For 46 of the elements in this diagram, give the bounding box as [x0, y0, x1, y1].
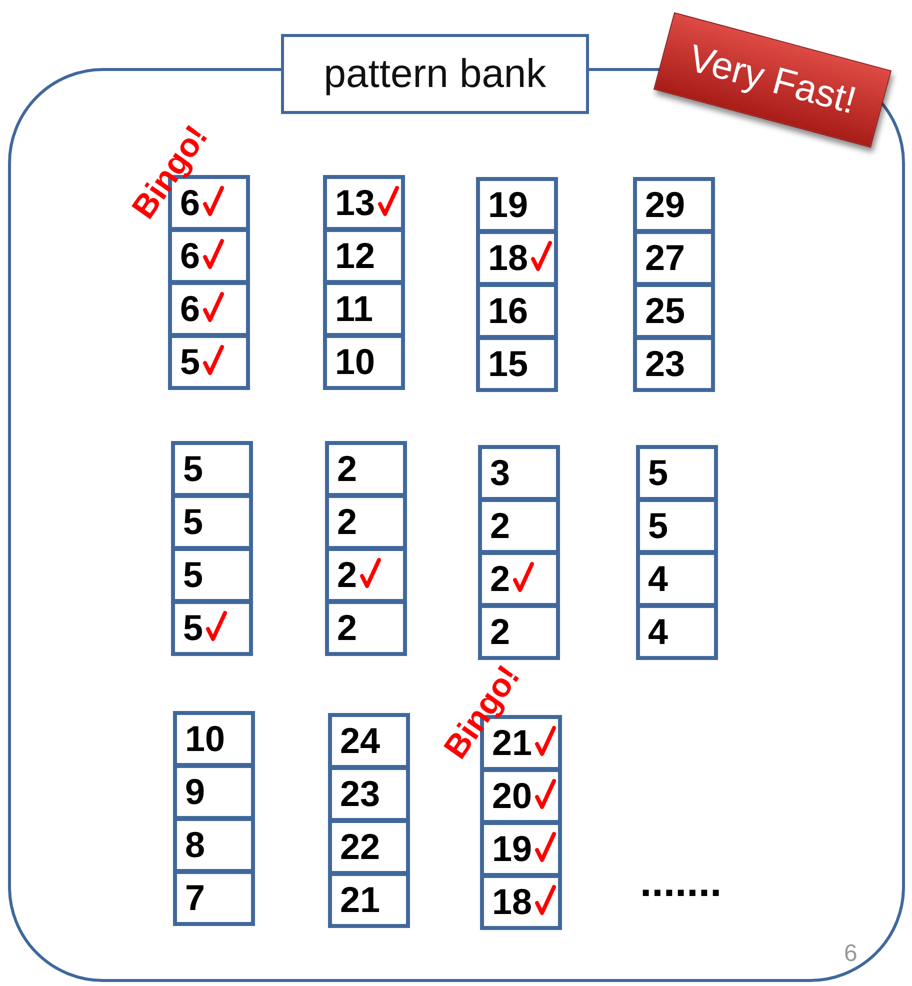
number-cell: 6 — [168, 281, 250, 337]
number-cell: 2 — [325, 600, 407, 656]
number-cell: 10 — [323, 334, 405, 390]
number-cell: 27 — [633, 230, 715, 286]
number-cell: 18 — [480, 874, 562, 930]
number-cell: 2 — [478, 604, 560, 660]
number-cell: 22 — [328, 819, 410, 875]
number-cell: 4 — [636, 604, 718, 660]
number-cell: 7 — [173, 870, 255, 926]
number-cell: 29 — [633, 177, 715, 233]
number-cell: 2 — [325, 494, 407, 550]
number-cell: 5 — [171, 547, 253, 603]
number-cell: 20 — [480, 768, 562, 824]
number-cell: 5 — [171, 494, 253, 550]
number-cell: 21 — [328, 872, 410, 928]
banner: Very Fast! — [653, 12, 892, 148]
number-cell: 12 — [323, 228, 405, 284]
number-cell: 13 — [323, 175, 405, 231]
number-cell: 2 — [325, 441, 407, 497]
number-cell: 4 — [636, 551, 718, 607]
number-cell: 6 — [168, 228, 250, 284]
number-cell: 23 — [328, 766, 410, 822]
number-cell: 16 — [476, 283, 558, 339]
number-cell: 10 — [173, 711, 255, 767]
number-cell: 18 — [476, 230, 558, 286]
number-cell: 2 — [325, 547, 407, 603]
number-cell: 9 — [173, 764, 255, 820]
number-cell: 2 — [478, 498, 560, 554]
ellipsis: ....... — [640, 858, 722, 906]
number-cell: 24 — [328, 713, 410, 769]
number-cell: 2 — [478, 551, 560, 607]
number-cell: 5 — [636, 498, 718, 554]
number-cell: 5 — [168, 334, 250, 390]
number-cell: 5 — [171, 600, 253, 656]
number-cell: 3 — [478, 445, 560, 501]
number-cell: 19 — [476, 177, 558, 233]
number-cell: 8 — [173, 817, 255, 873]
number-cell: 5 — [636, 445, 718, 501]
number-cell: 25 — [633, 283, 715, 339]
number-cell: 5 — [171, 441, 253, 497]
number-cell: 19 — [480, 821, 562, 877]
title-box: pattern bank — [281, 34, 589, 114]
number-cell: 11 — [323, 281, 405, 337]
number-cell: 15 — [476, 336, 558, 392]
number-cell: 23 — [633, 336, 715, 392]
page-number: 6 — [844, 940, 858, 968]
